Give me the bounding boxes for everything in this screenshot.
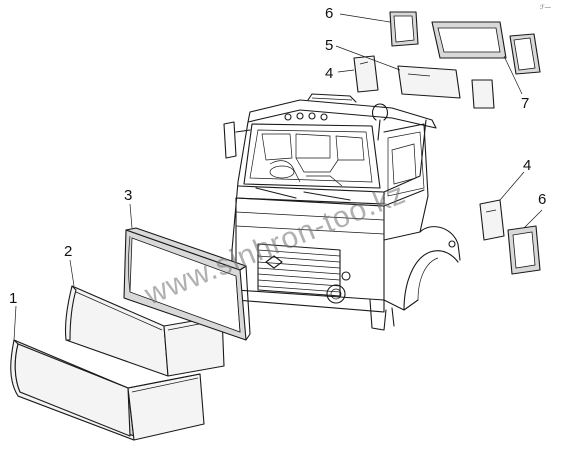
windshield-outer-glass <box>10 339 205 441</box>
label-part-2: 2 <box>64 243 72 260</box>
label-part-5-top: 5 <box>325 37 333 54</box>
label-part-7-right: 7 <box>521 95 529 112</box>
side-glass-right <box>479 199 505 241</box>
label-part-6-top: 6 <box>325 5 333 22</box>
rear-glass-pane <box>397 65 461 99</box>
corner-mark: ℱ— <box>540 4 551 11</box>
label-part-1: 1 <box>9 290 17 307</box>
rear-window-frame-top <box>431 21 507 59</box>
side-glass-top-left <box>353 55 379 93</box>
side-window-frame-right <box>507 225 541 275</box>
small-window-frame-top-left <box>389 11 419 47</box>
label-part-4-right: 4 <box>523 157 531 174</box>
small-window-frame-top-right <box>509 33 541 75</box>
label-part-3: 3 <box>124 187 132 204</box>
windshield-seal-frame <box>123 227 251 341</box>
side-glass-top-right <box>471 79 495 109</box>
label-part-6-right: 6 <box>538 191 546 208</box>
windshield-glass-pane <box>64 285 225 377</box>
label-part-4-top: 4 <box>325 65 333 82</box>
leader-lines <box>13 13 543 341</box>
